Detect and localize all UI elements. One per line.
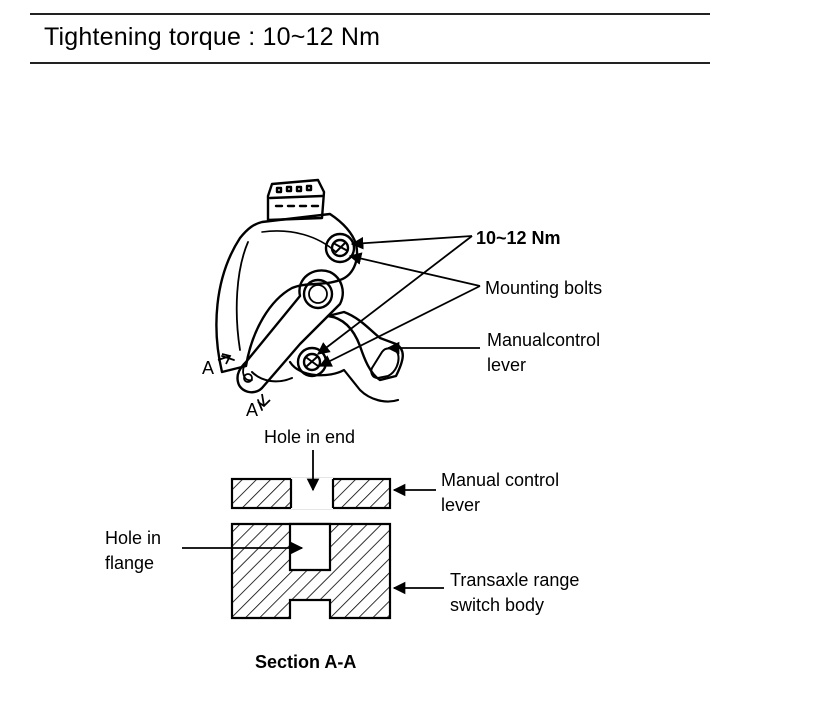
switch-illustration: [215, 178, 404, 411]
svg-text:A: A: [202, 358, 214, 378]
hole-in-end-label: Hole in end: [264, 427, 355, 447]
header-bottom-rule: [30, 62, 710, 64]
lever-shaft: [302, 278, 334, 310]
section-leader-lines: [182, 450, 444, 595]
lever-arm: [236, 269, 344, 394]
electrical-connector: [266, 178, 326, 222]
flange-hole: [288, 522, 332, 572]
mounting-bolts-label: Mounting bolts: [485, 278, 602, 298]
switch-body-label-line1: Transaxle range: [450, 570, 579, 590]
manual-control-lever-label-line2: lever: [487, 355, 526, 375]
torque-callout-label: 10~12 Nm: [476, 228, 561, 248]
manual-control-lever-label-line1: Manualcontrol: [487, 330, 600, 350]
section-lever-label-line2: lever: [441, 495, 480, 515]
section-caption: Section A-A: [255, 652, 356, 672]
section-marker-upper: A: [202, 353, 232, 378]
section-marker-lower: A: [246, 393, 271, 420]
section-lever-label-line1: Manual control: [441, 470, 559, 490]
section-lever-piece: [230, 477, 392, 510]
hole-in-flange-label-line1: Hole in: [105, 528, 161, 548]
upper-leader-lines: [316, 235, 481, 367]
header-top-rule: [30, 13, 710, 15]
hole-in-flange-label-line2: flange: [105, 553, 154, 573]
lever-tab: [326, 310, 404, 382]
svg-text:A: A: [246, 400, 258, 420]
page-title: Tightening torque : 10~12 Nm: [44, 23, 381, 51]
switch-body-label-line2: switch body: [450, 595, 544, 615]
